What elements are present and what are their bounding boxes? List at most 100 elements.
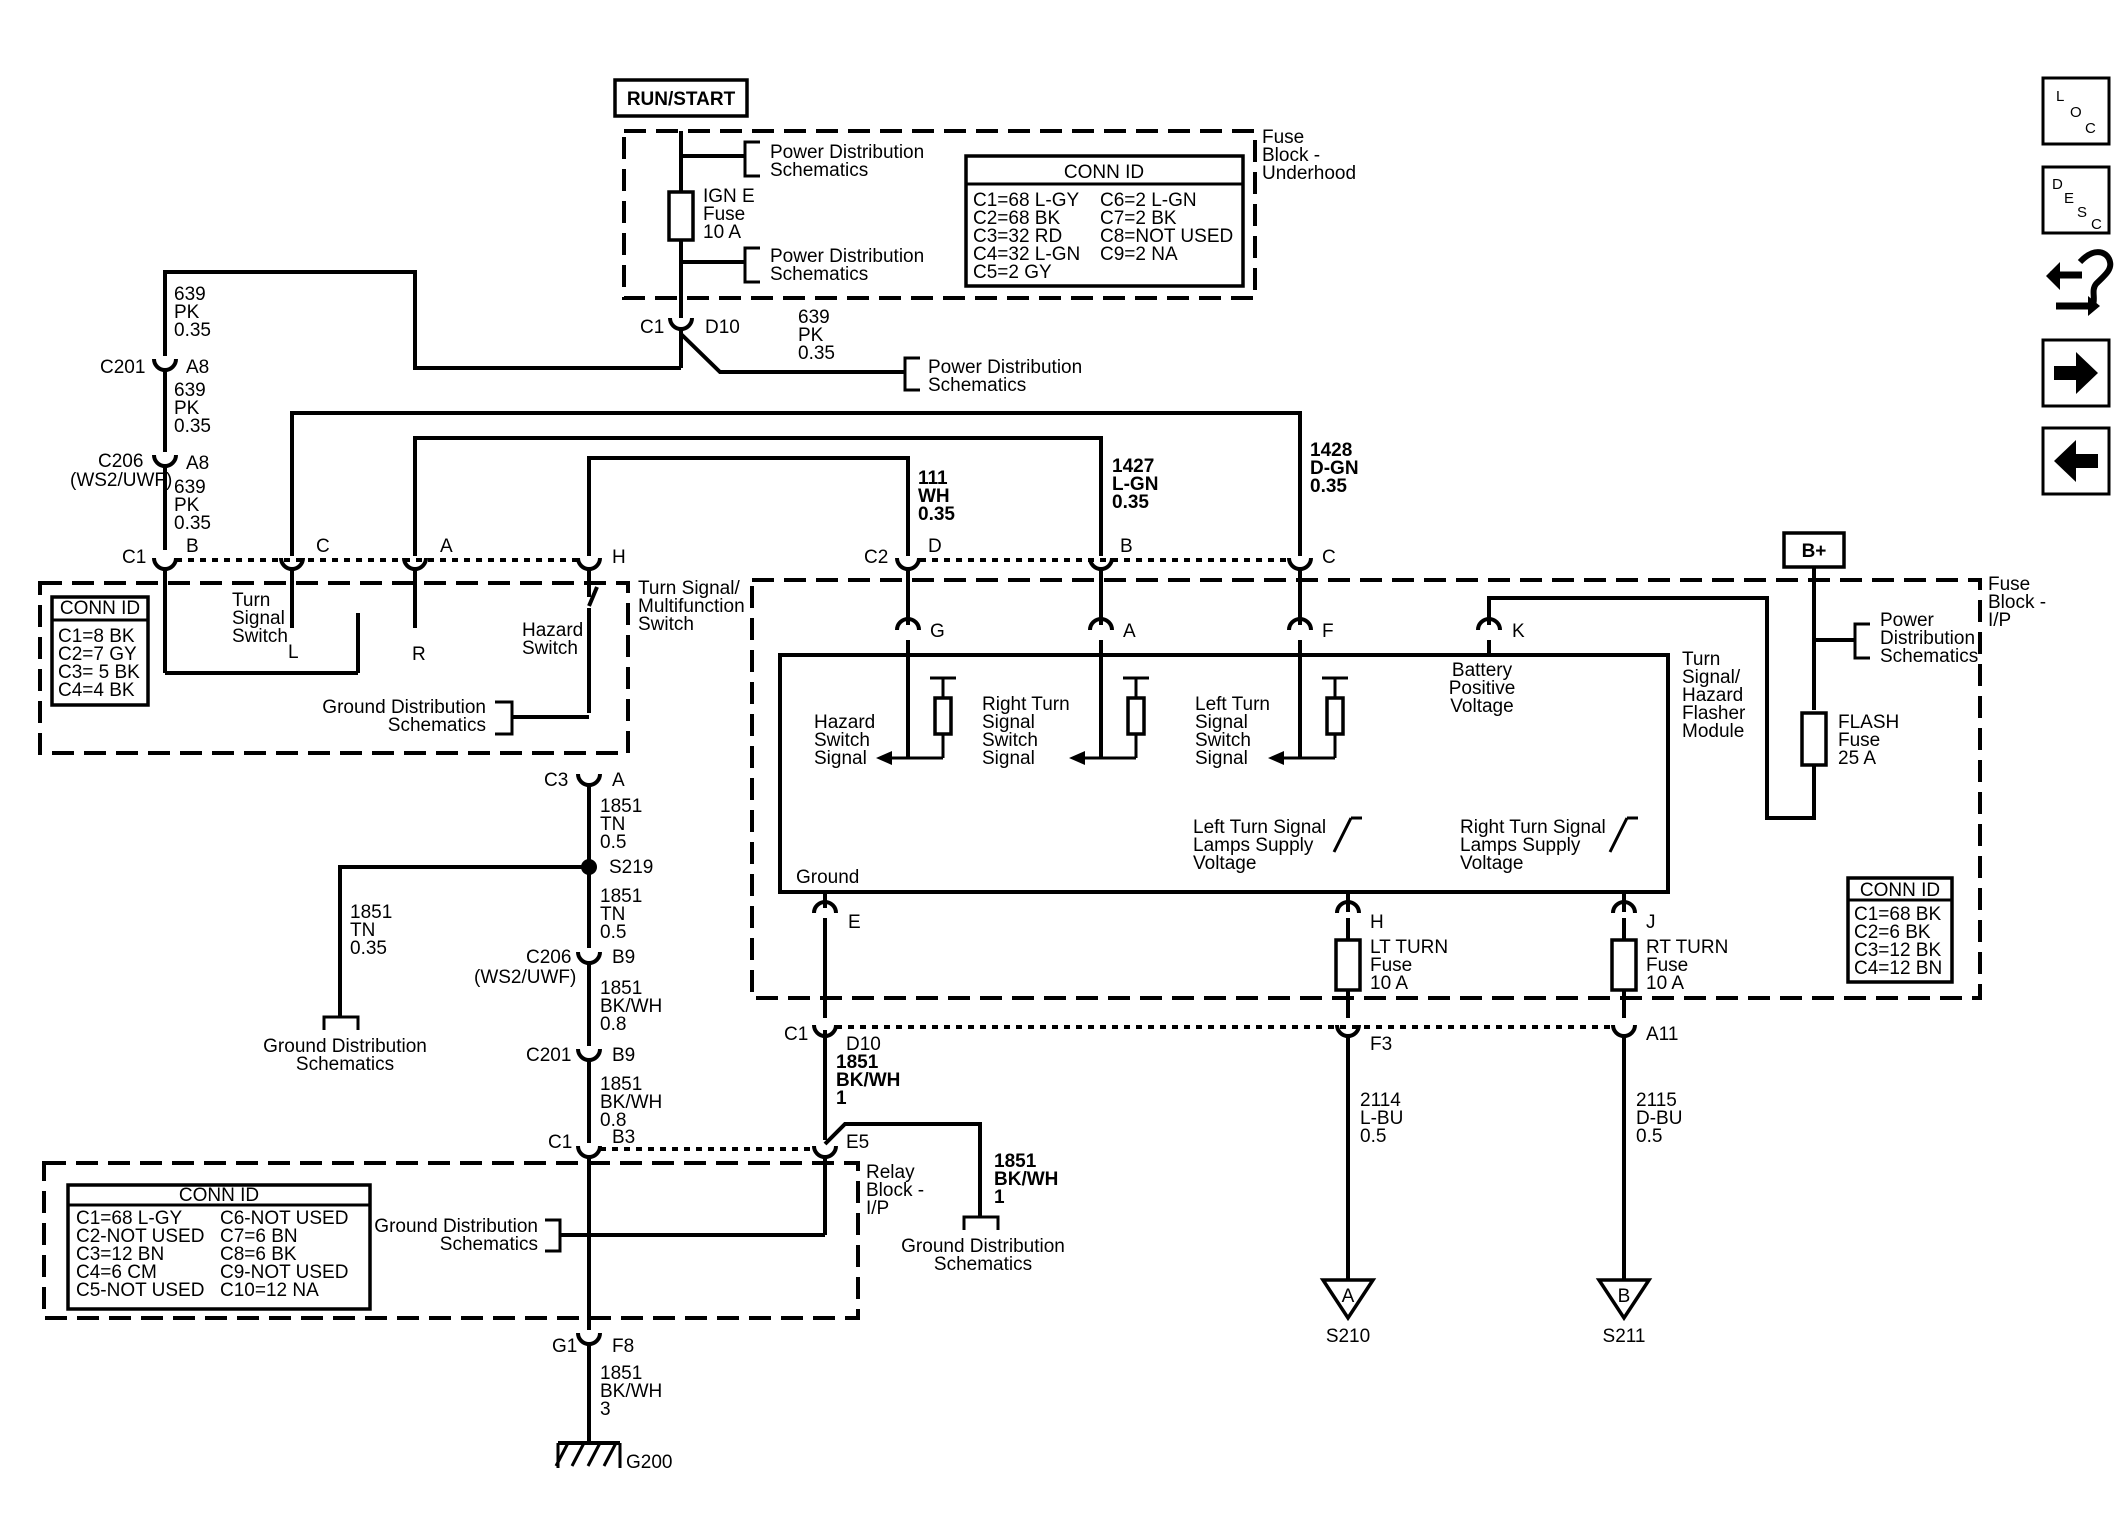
svg-text:G200: G200 [626, 1452, 672, 1473]
svg-text:A: A [1342, 1286, 1355, 1307]
svg-text:C201: C201 [526, 1045, 571, 1066]
nav-connector-button[interactable] [2046, 249, 2114, 316]
svg-text:C: C [2085, 120, 2096, 137]
svg-text:F8: F8 [612, 1336, 634, 1357]
loc-icon: L [2056, 88, 2064, 105]
svg-text:C: C [316, 536, 330, 557]
svg-text:C: C [1322, 547, 1336, 568]
svg-text:C1: C1 [640, 317, 664, 338]
b-plus-label [1782, 531, 1846, 569]
nav-desc-button[interactable]: D E S C [2041, 165, 2111, 235]
svg-text:O: O [2070, 104, 2082, 121]
svg-text:A8: A8 [186, 357, 209, 378]
nav-next-button[interactable] [2041, 338, 2111, 408]
wire-1428-bus [290, 411, 1302, 556]
svg-text:A11: A11 [1646, 1024, 1678, 1045]
svg-text:C3: C3 [544, 770, 568, 791]
svg-text:A: A [440, 536, 453, 557]
svg-text:CONN ID: CONN ID [1064, 162, 1144, 183]
svg-text:C201: C201 [100, 357, 145, 378]
svg-text:F: F [1322, 621, 1334, 642]
svg-text:F3: F3 [1370, 1034, 1392, 1055]
pullup-resistor-icon [1126, 696, 1146, 736]
svg-text:L: L [288, 642, 299, 663]
flasher-module-box [778, 653, 1670, 894]
svg-text:G: G [930, 621, 945, 642]
svg-text:A: A [612, 770, 625, 791]
pullup-resistor-icon [933, 696, 953, 736]
connector-c1-ip-row: C1 D10 F3 A11 [784, 1024, 1678, 1055]
offpage-arrow-icon [1319, 1278, 1377, 1322]
svg-text:S210: S210 [1326, 1326, 1370, 1347]
svg-text:RUN/START: RUN/START [627, 89, 736, 110]
svg-text:E: E [2064, 190, 2074, 207]
svg-text:CONN ID: CONN ID [60, 598, 140, 619]
nav-loc-button[interactable]: L O C [2041, 76, 2111, 146]
svg-text:Ground: Ground [796, 867, 859, 888]
arrow-right-icon [2054, 352, 2098, 394]
flash-fuse-icon [1800, 711, 1828, 767]
svg-text:J: J [1646, 912, 1656, 933]
svg-text:S: S [2077, 204, 2087, 221]
svg-text:(WS2/UWF): (WS2/UWF) [474, 967, 576, 988]
svg-text:R: R [412, 644, 426, 665]
svg-text:D10: D10 [705, 317, 740, 338]
svg-text:B+: B+ [1802, 541, 1827, 562]
wiring-connector-icon [2046, 249, 2114, 316]
wire-1427-bus [413, 436, 1103, 556]
svg-text:C: C [2091, 216, 2102, 233]
wire-639-feed [163, 270, 681, 370]
svg-text:D: D [928, 536, 942, 557]
svg-text:C1: C1 [122, 547, 146, 568]
svg-text:C2: C2 [864, 547, 888, 568]
svg-text:H: H [1370, 912, 1384, 933]
svg-text:B3: B3 [612, 1127, 635, 1148]
svg-text:A8: A8 [186, 453, 209, 474]
rt-turn-fuse-icon [1610, 938, 1638, 992]
svg-text:CONN ID: CONN ID [1860, 880, 1940, 901]
ign-e-fuse-icon [667, 190, 695, 242]
svg-text:B: B [1618, 1286, 1631, 1307]
svg-text:C1: C1 [784, 1024, 808, 1045]
svg-text:CONN ID: CONN ID [179, 1185, 259, 1206]
svg-text:C206: C206 [526, 947, 571, 968]
desc-icon: D [2052, 176, 2063, 193]
nav-prev-button[interactable] [2041, 426, 2111, 496]
svg-text:A: A [1123, 621, 1136, 642]
